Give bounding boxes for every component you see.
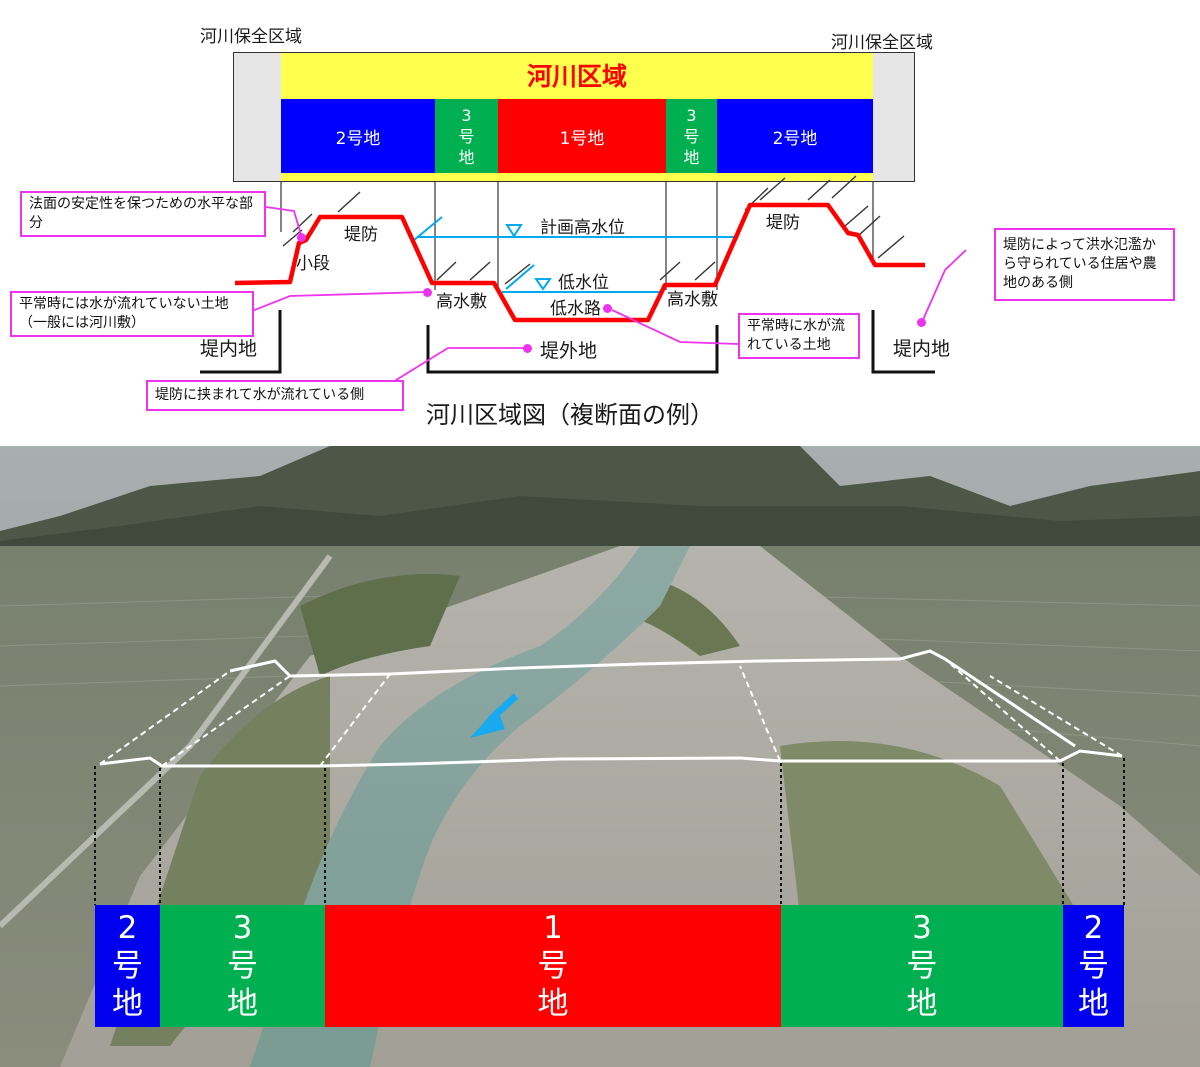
outer-land-callout: 堤防に挟まれて水が流れている側 [146, 380, 404, 411]
zone-2-right-label: 2号地 [772, 128, 818, 149]
low-channel-callout: 平常時に水が流れている土地 [738, 313, 860, 359]
photo-zone-1-center: 1 号 地 [325, 905, 781, 1027]
planned-high-water-marker [505, 224, 523, 238]
inland-right-label: 堤内地 [893, 338, 951, 360]
photo-zone-char: 地 [112, 986, 143, 1022]
zone-3-right-char: 号 [683, 126, 700, 146]
photo-zone-char: 号 [537, 948, 569, 984]
photo-zone-char: 号 [906, 948, 938, 984]
flow-direction-arrow [470, 693, 519, 738]
zone-3-right: 3 号 地 [666, 99, 717, 173]
photo-zone-char: 地 [227, 986, 258, 1022]
outer-land-label: 堤外地 [540, 340, 598, 362]
photo-zone-char: 地 [537, 986, 569, 1022]
planned-high-water-slope [413, 216, 443, 241]
inland-right-bracket [871, 310, 935, 374]
inland-left-bracket [200, 310, 282, 374]
callout-point [297, 233, 306, 242]
low-water-slope [505, 264, 535, 290]
callout-point [603, 304, 612, 313]
zone-3-right-char: 3 [686, 105, 697, 125]
photo-zone-char: 号 [227, 948, 258, 984]
conservation-zone-left-label: 河川保全区域 [200, 27, 302, 47]
inland-callout: 堤防によって洪水氾濫から守られている住居や農地のある側 [994, 228, 1175, 301]
small-step-label: 小段 [296, 254, 330, 274]
conservation-zone-left-box [233, 52, 281, 182]
photo-zone-2-right: 2 号 地 [1063, 905, 1124, 1027]
photo-zone-char: 地 [906, 986, 938, 1022]
diagram-title: 河川区域図（複断面の例） [426, 401, 714, 429]
high-bank-left-label: 高水敷 [436, 292, 487, 312]
zone-1-label: 1号地 [559, 128, 605, 149]
zone-3-left-char: 地 [458, 147, 475, 167]
high-bank-callout: 平常時には水が流れていない土地（一般には河川敷） [10, 291, 254, 337]
photo-zone-3-right: 3 号 地 [781, 905, 1063, 1027]
small-step-callout: 法面の安定性を保つための水平な部分 [20, 191, 266, 237]
inland-left-label: 堤内地 [200, 338, 258, 360]
zone-2-right: 2号地 [717, 99, 873, 173]
photo-zone-3-left: 3 号 地 [160, 905, 325, 1027]
levee-left-label: 堤防 [344, 225, 378, 245]
zone-3-left-char: 3 [461, 105, 472, 125]
outer-land-bracket [426, 325, 719, 374]
high-bank-right-label: 高水敷 [667, 290, 718, 310]
photo-zone-char: 1 [543, 910, 563, 946]
photo-zone-char: 地 [1078, 986, 1109, 1022]
conservation-zone-right-label: 河川保全区域 [831, 33, 933, 53]
low-water-channel-label: 低水路 [550, 299, 601, 319]
photo-zone-char: 2 [117, 910, 138, 946]
river-zone-title: 河川区域 [526, 62, 627, 91]
photo-zone-char: 3 [232, 910, 253, 946]
levee-right-label: 堤防 [766, 213, 800, 233]
callout-connectors [251, 206, 967, 386]
zone-3-left-char: 号 [458, 126, 475, 146]
zone-3-right-char: 地 [683, 147, 700, 167]
callout-point [423, 288, 432, 297]
zone-2-left: 2号地 [281, 99, 435, 173]
callout-point [917, 318, 926, 327]
photo-zone-2-left: 2 号 地 [95, 905, 160, 1027]
zone-1-center: 1号地 [498, 99, 666, 173]
zone-3-left: 3 号 地 [435, 99, 498, 173]
photo-section-lines [94, 649, 1125, 905]
photo-zone-char: 2 [1083, 910, 1104, 946]
conservation-zone-right-box [873, 52, 915, 182]
low-water-label: 低水位 [558, 273, 609, 293]
low-water-marker [534, 278, 552, 291]
photo-zone-char: 号 [1078, 948, 1109, 984]
callout-point [523, 344, 532, 353]
zone-2-left-label: 2号地 [335, 128, 381, 149]
photo-zone-char: 号 [112, 948, 143, 984]
planned-high-water-label: 計画高水位 [540, 218, 625, 238]
photo-zone-char: 3 [912, 910, 932, 946]
